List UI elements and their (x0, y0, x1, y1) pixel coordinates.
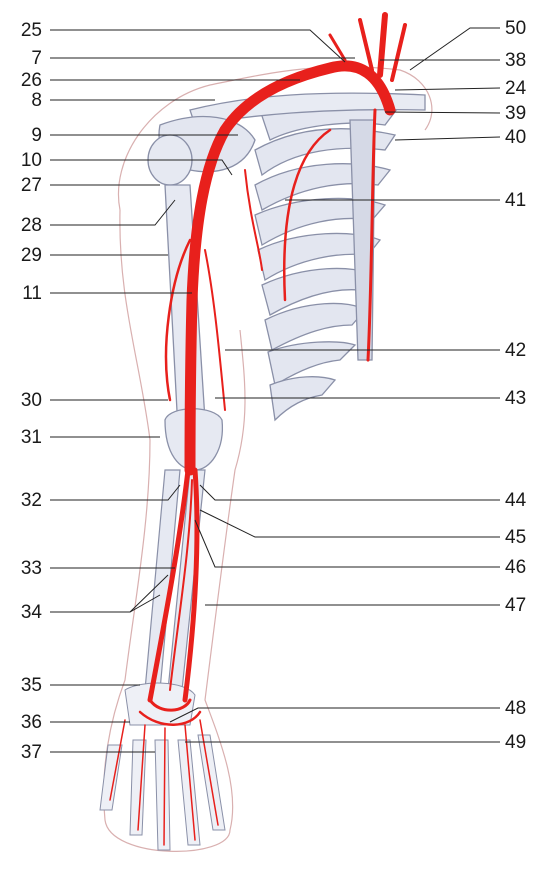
label-29: 29 (2, 246, 42, 265)
ribcage (255, 102, 400, 420)
label-25: 25 (2, 21, 42, 40)
label-38: 38 (505, 51, 526, 70)
label-41: 41 (505, 191, 526, 210)
label-46: 46 (505, 558, 526, 577)
label-47: 47 (505, 596, 526, 615)
label-48: 48 (505, 699, 526, 718)
label-50: 50 (505, 19, 526, 38)
label-39: 39 (505, 104, 526, 123)
label-9: 9 (2, 126, 42, 145)
label-49: 49 (505, 733, 526, 752)
label-33: 33 (2, 559, 42, 578)
label-36: 36 (2, 713, 42, 732)
label-26: 26 (2, 71, 42, 90)
label-44: 44 (505, 491, 526, 510)
label-11: 11 (2, 284, 42, 303)
label-43: 43 (505, 389, 526, 408)
label-24: 24 (505, 79, 526, 98)
label-10: 10 (2, 151, 42, 170)
label-27: 27 (2, 176, 42, 195)
label-30: 30 (2, 391, 42, 410)
label-42: 42 (505, 341, 526, 360)
label-31: 31 (2, 428, 42, 447)
label-8: 8 (2, 91, 42, 110)
label-40: 40 (505, 128, 526, 147)
label-7: 7 (2, 49, 42, 68)
label-28: 28 (2, 216, 42, 235)
label-45: 45 (505, 528, 526, 547)
label-35: 35 (2, 676, 42, 695)
label-32: 32 (2, 491, 42, 510)
label-37: 37 (2, 743, 42, 762)
label-34: 34 (2, 603, 42, 622)
